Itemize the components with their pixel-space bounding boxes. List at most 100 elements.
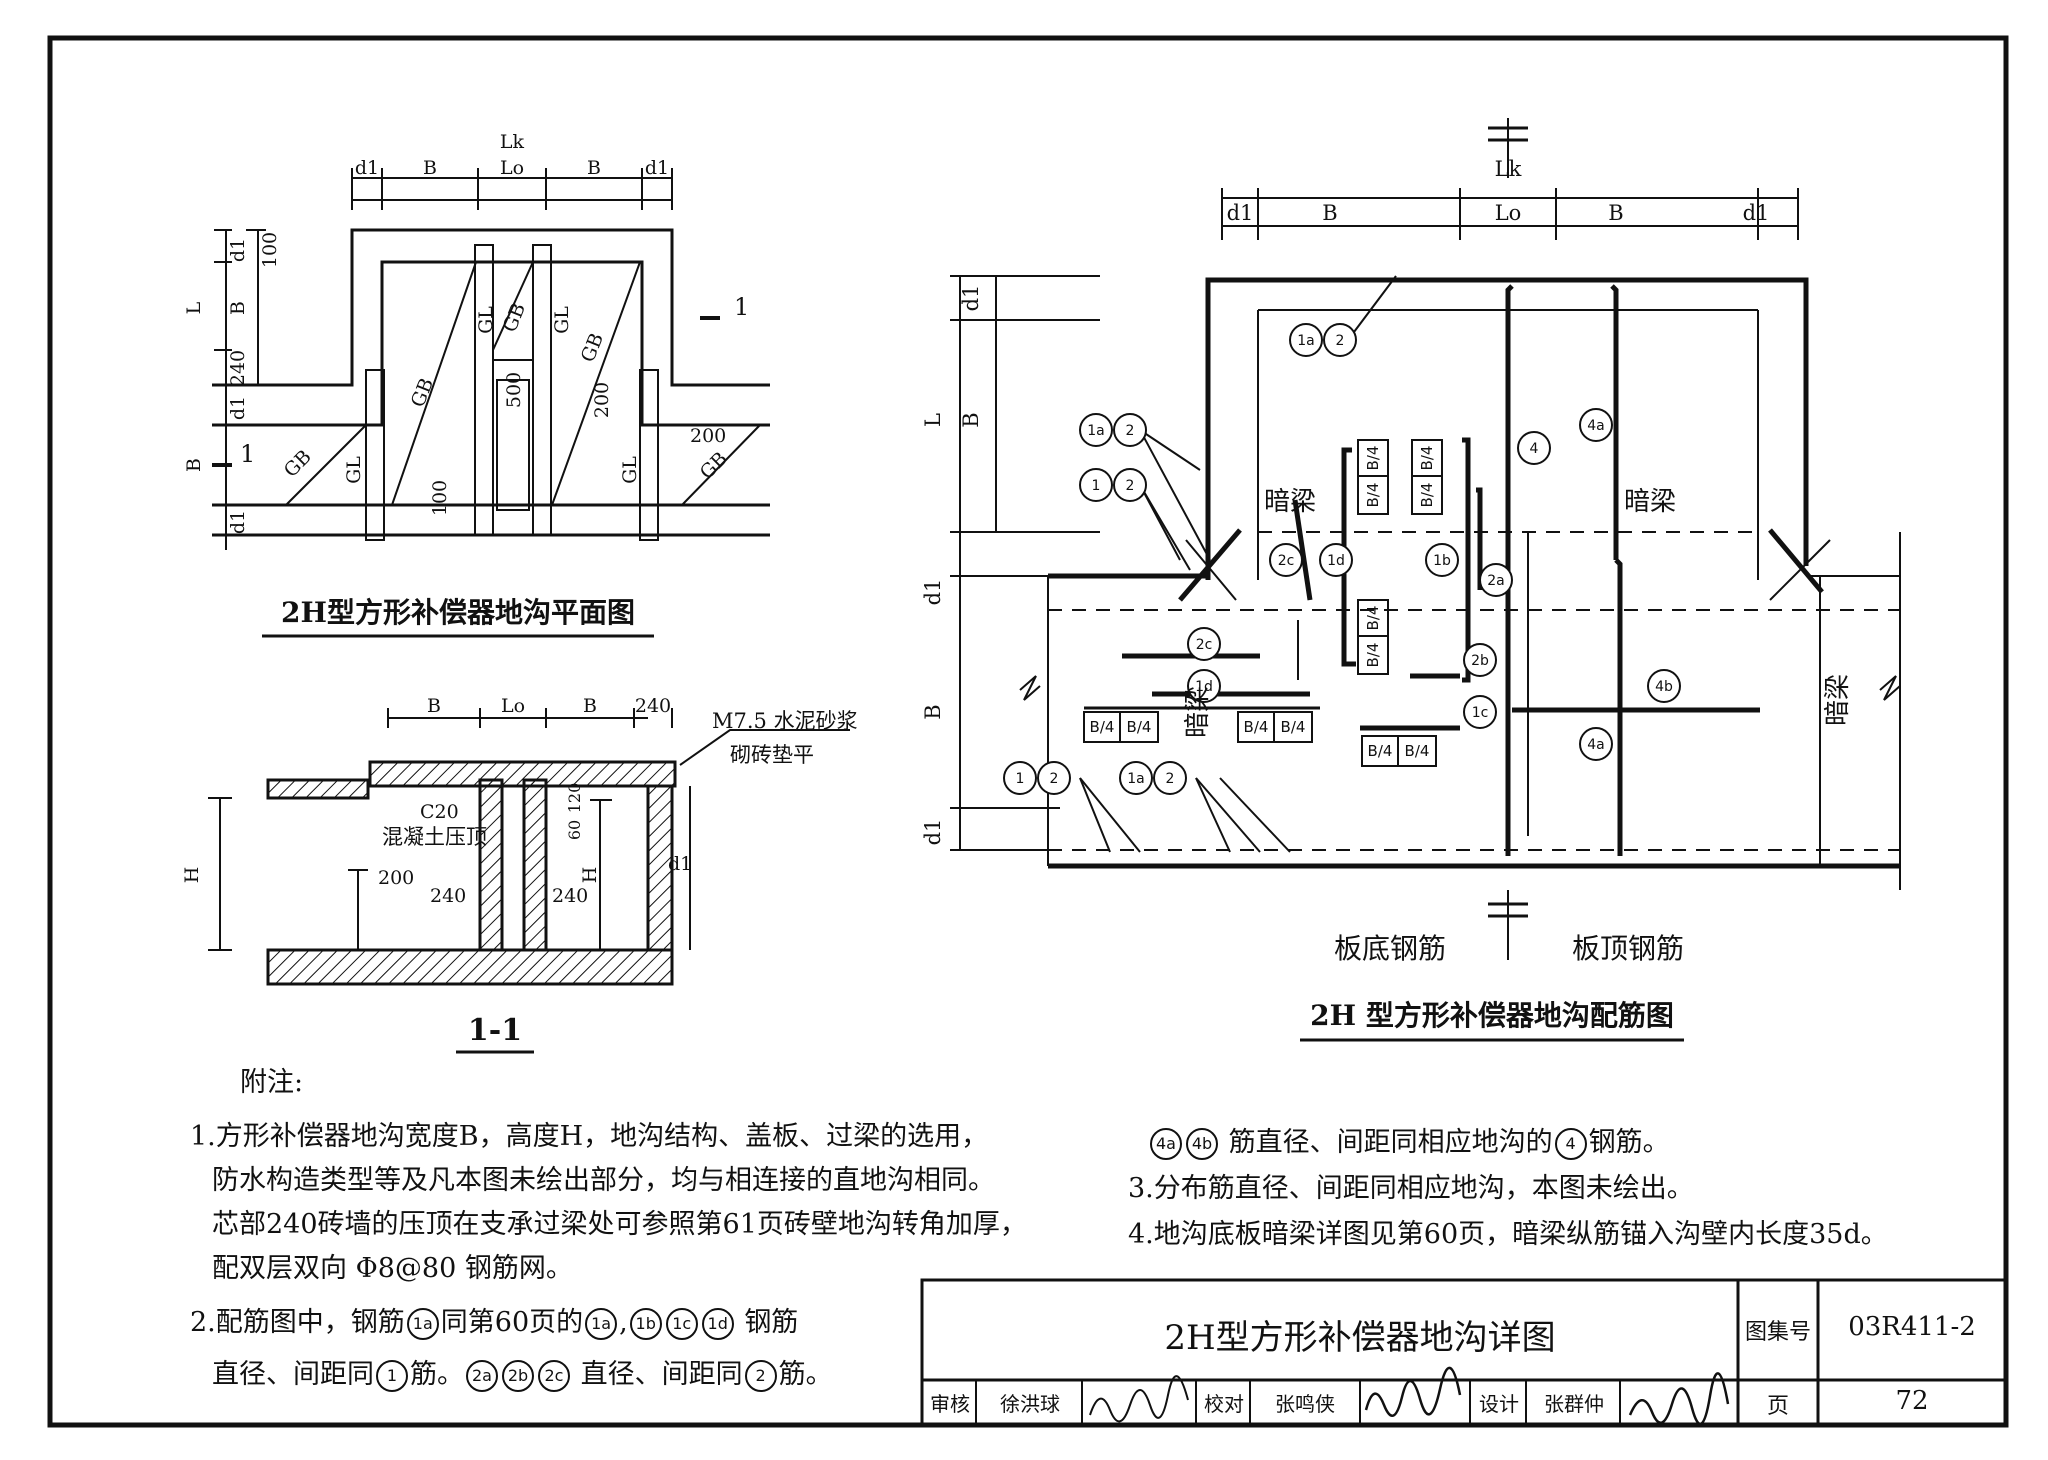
plan-dim-b-left: B (423, 157, 437, 179)
rebar-mark-1-left (1079, 468, 1113, 502)
section-dim-lo: Lo (501, 695, 525, 717)
plan-dim-b-right: B (587, 157, 601, 179)
rebar-mark-4 (1517, 431, 1551, 465)
rebar-mark-1-bottom (1003, 761, 1037, 795)
plan-label-100: 100 (429, 480, 451, 516)
rebar-mark-text-1a-left: 1a (1087, 423, 1105, 439)
b4-label-1: B/4 (1090, 718, 1115, 736)
rebar-dim-d1-right: d1 (1743, 201, 1770, 225)
rebar-mark-2-left-b (1113, 468, 1147, 502)
plan-label-gl-4: GL (619, 456, 641, 484)
rebar-mark-2-bottom-b (1153, 761, 1187, 795)
rebar-dim-l: L (921, 413, 945, 427)
plan-dim-b-upper: B (227, 301, 249, 315)
rebar-mark-1d-upper (1319, 543, 1353, 577)
plan-label-200-h: 200 (690, 425, 726, 447)
rebar-mark-1d-lower (1187, 669, 1221, 703)
plan-section-mark-right: 1 (734, 293, 749, 321)
plan-dim-d1-mid: d1 (227, 396, 249, 420)
note-2-text-g: 筋。 (778, 1359, 833, 1390)
plan-labels: Lk d1 B Lo B d1 d1 100 B L 240 d1 B d1 G… (183, 131, 749, 629)
rebar-mark-text-2-left-b: 2 (1126, 478, 1135, 494)
rebar-mark-text-1d-upper: 1d (1327, 553, 1345, 569)
plan-label-500: 500 (503, 372, 525, 408)
section-note-concrete-1: C20 (420, 801, 459, 823)
plan-dim-l: L (183, 301, 205, 314)
review-label: 审核 (930, 1392, 970, 1416)
note-2-text-a: 2.配筋图中，钢筋 (190, 1307, 405, 1338)
rebar-bottom-bars-label: 板底钢筋 (1334, 932, 1446, 965)
note-1-line-1: 1.方形补偿器地沟宽度B，高度H，地沟结构、盖板、过梁的选用， (190, 1121, 989, 1152)
b4-label-5: B/4 (1368, 742, 1393, 760)
rebar-dim-lk: Lk (1495, 157, 1522, 181)
b4-label-4: B/4 (1281, 718, 1306, 736)
rebar-mark-text-2-left: 2 (1126, 423, 1135, 439)
signature-reviewer (1089, 1375, 1189, 1423)
check-label: 校对 (1204, 1392, 1244, 1416)
plan-view (212, 168, 770, 638)
rebar-top-bars-label: 板顶钢筋 (1572, 932, 1684, 965)
page-label: 页 (1766, 1394, 1789, 1419)
rebar-dark-beam-bottom: 暗梁 (1183, 686, 1213, 738)
rebar-dim-d1-mid: d1 (921, 579, 945, 606)
note-2-text-b: 同第60页的 (440, 1307, 584, 1338)
note-2-text-d: 直径、间距同 (212, 1359, 374, 1390)
plan-dim-lk: Lk (500, 131, 525, 153)
rebar-mark-2c-upper (1269, 543, 1303, 577)
plan-dim-d1-left: d1 (355, 157, 379, 179)
rebar-mark-2c-lower (1187, 627, 1221, 661)
note-1-line-2: 防水构造类型等及凡本图未绘出部分，均与相连接的直地沟相同。 (212, 1165, 995, 1196)
rebar-dim-b-lower: B (921, 704, 945, 719)
rebar-dim-lo: Lo (1495, 201, 1522, 225)
note-cont-text-a: 筋直径、间距同相应地沟的 (1228, 1127, 1553, 1158)
rebar-mark-text-1b: 1b (1433, 553, 1451, 569)
plan-dim-d1-bottom: d1 (227, 510, 249, 534)
section-dim-b-right: B (583, 695, 597, 717)
note-2-mark-1a-b: 1a (585, 1307, 618, 1340)
rebar-mark-2-left (1113, 413, 1147, 447)
rebar-mark-text-1a-top: 1a (1297, 333, 1315, 349)
note-2-mark-2: 2 (744, 1359, 777, 1392)
rebar-mark-2-top (1323, 323, 1357, 357)
note-cont-mark-4b: 4b (1186, 1127, 1218, 1160)
rebar-mark-text-1d-lower: 1d (1195, 679, 1213, 695)
rebar-labels: 1a 2 1a 2 1 2 4 4a 2c 1d 1b 2a 2c 1d 2b … (1016, 333, 1673, 787)
b4-label-6: B/4 (1405, 742, 1430, 760)
drawing-title: 2H型方形补偿器地沟详图 (1164, 1318, 1556, 1358)
section-dim-b-left: B (427, 695, 441, 717)
note-2-mark-2c: 2c (538, 1359, 570, 1392)
plan-label-gb-5: GB (696, 448, 732, 484)
rebar-mark-1a-bottom (1119, 761, 1153, 795)
plan-dim-100: 100 (259, 232, 281, 268)
rebar-mark-text-2c-upper: 2c (1278, 553, 1295, 569)
plan-dim-240: 240 (227, 350, 249, 386)
rebar-mark-4a-top (1579, 408, 1613, 442)
rebar-dark-beam-far-right: 暗梁 (1823, 674, 1853, 726)
b4-label-7: B/4 (1364, 446, 1382, 471)
rebar-view (950, 118, 1901, 1042)
plan-dim-d1-right: d1 (645, 157, 669, 179)
rebar-mark-1a-left (1079, 413, 1113, 447)
rebar-mark-text-2c-lower: 2c (1196, 637, 1213, 653)
rebar-dim-labels: Lk d1 B Lo B d1 d1 B L d1 B d1 暗梁 暗梁 暗梁 … (921, 157, 1853, 1032)
b4-label-12: B/4 (1364, 643, 1382, 668)
note-2-mark-1a: 1a (406, 1307, 439, 1340)
rebar-mark-text-4a-bottom: 4a (1587, 737, 1605, 753)
b4-label-3: B/4 (1244, 718, 1269, 736)
b4-label-2: B/4 (1127, 718, 1152, 736)
rebar-dim-d1-left: d1 (1227, 201, 1254, 225)
plan-label-gl-3: GL (343, 456, 365, 484)
note-2-mark-2b: 2b (502, 1359, 534, 1392)
designer-name: 张群仲 (1544, 1392, 1604, 1416)
plan-label-gb-2: GB (577, 330, 608, 365)
signature-designer (1628, 1372, 1730, 1426)
rebar-mark-text-4: 4 (1530, 441, 1539, 457)
note-1-line-4: 配双层双向 Φ8@80 钢筋网。 (212, 1253, 573, 1284)
section-dim-240-a: 240 (430, 885, 466, 907)
rebar-title: 2H 型方形补偿器地沟配筋图 (1310, 999, 1674, 1032)
section-dim-h-right: H (579, 867, 601, 884)
rebar-mark-text-4a-top: 4a (1587, 418, 1605, 434)
section-labels: B Lo B 240 M7.5 水泥砂浆 砌砖垫平 C20 混凝土压顶 H H … (181, 695, 858, 1048)
note-3: 3.分布筋直径、间距同相应地沟，本图未绘出。 (1128, 1173, 1694, 1204)
section-dim-h-left: H (181, 867, 203, 884)
